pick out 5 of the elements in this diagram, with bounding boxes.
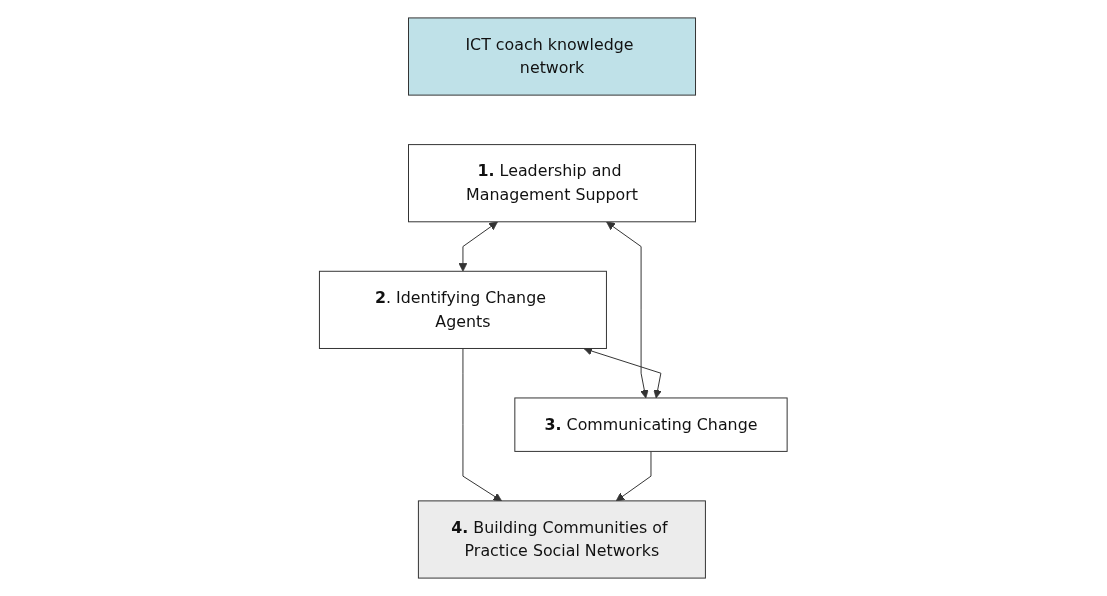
node-box: 1. Leadership and Management Support [408, 144, 697, 223]
node-box: 4. Building Communities of Practice Social Networks [418, 500, 707, 579]
node-box: 3. Communicating Change [514, 397, 788, 452]
node-box: 2. Identifying Change Agents [319, 270, 608, 349]
node-box: ICT coach knowledge network [408, 17, 697, 96]
